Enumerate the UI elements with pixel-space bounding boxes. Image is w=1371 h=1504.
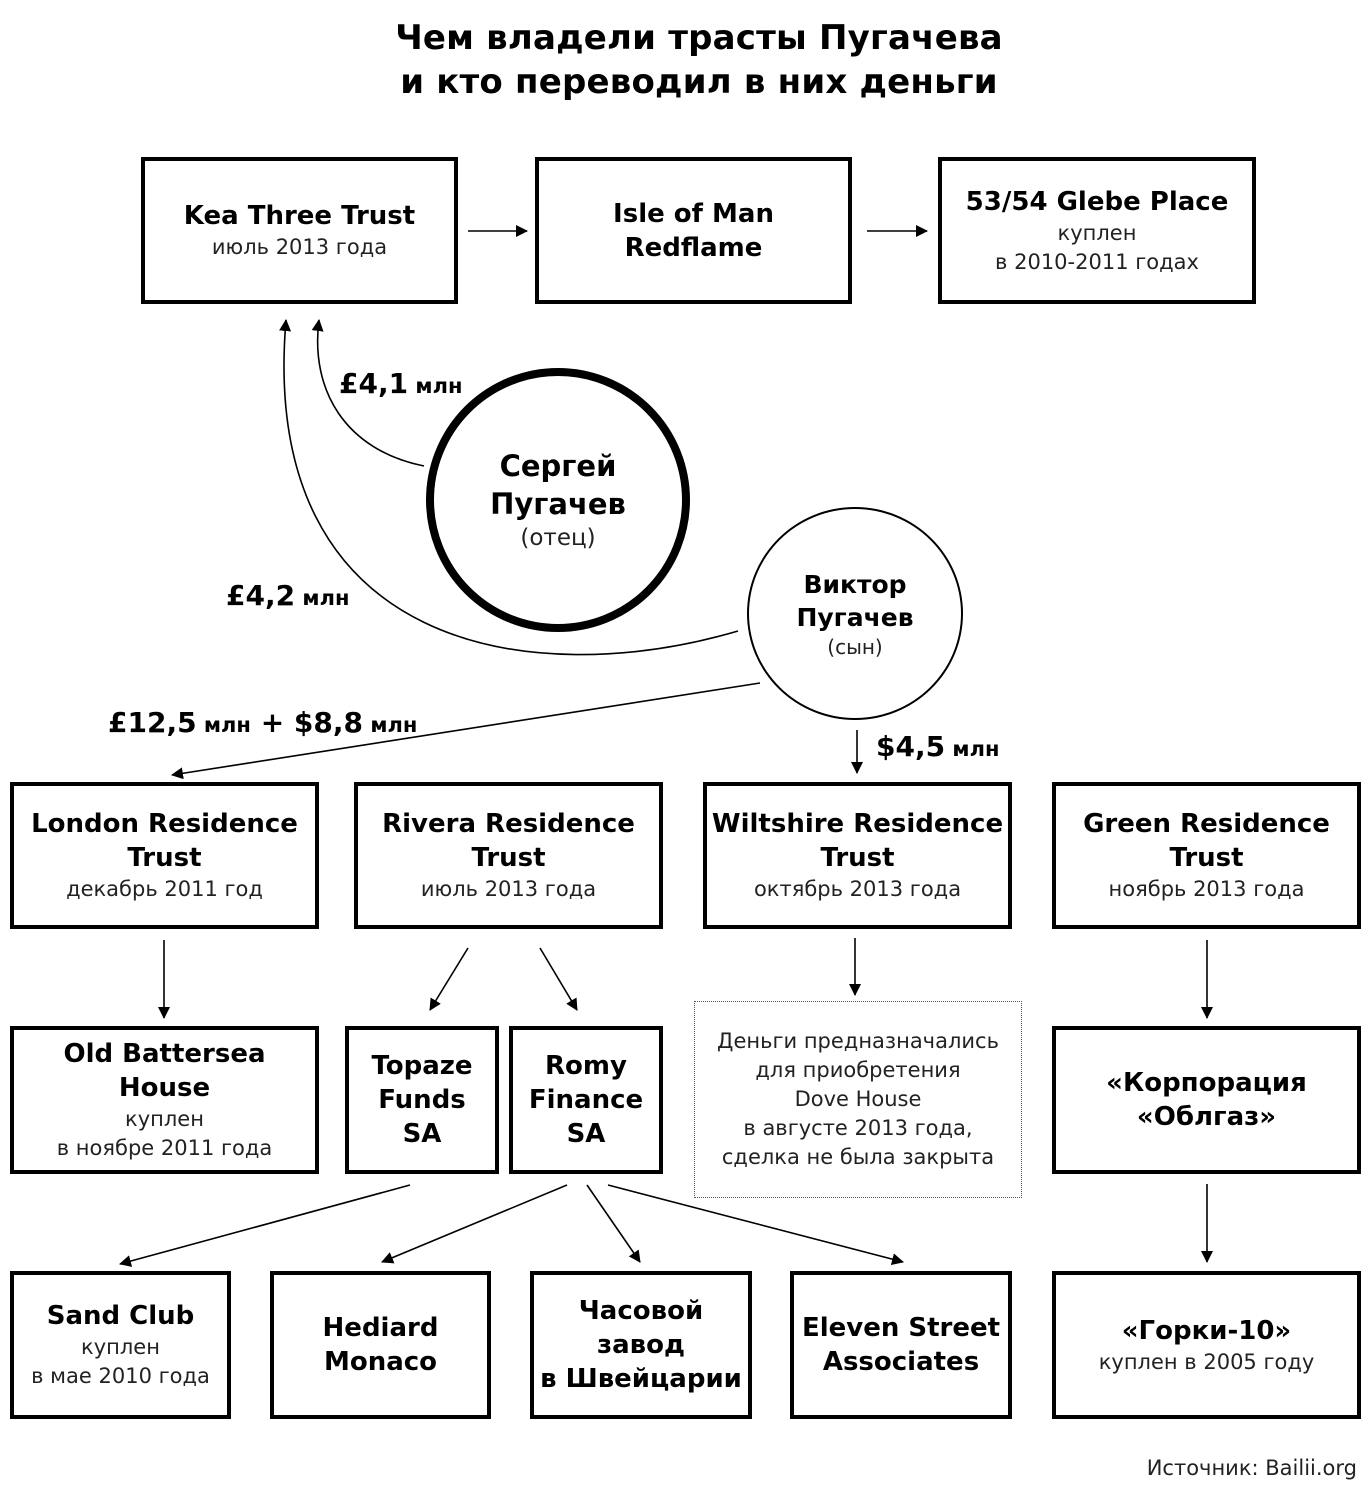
box-swiss-watch-factory: Часовой завод в Швейцарии	[530, 1271, 752, 1419]
amount-4-5-value: $4,5	[876, 730, 946, 763]
arrow-father-to-kea	[311, 319, 425, 467]
arrow-topaze-to-sandclub	[119, 1184, 411, 1267]
note-dove-house: Деньги предназначались для приобретения …	[694, 1001, 1022, 1198]
topaze-name: Topaze Funds SA	[371, 1051, 473, 1149]
sandclub-purchase: куплен в мае 2010 года	[31, 1335, 210, 1388]
amount-4-5-unit: млн	[945, 737, 1000, 761]
person-sergey-pugachev: Сергей Пугачев (отец)	[426, 368, 690, 632]
romy-name: Romy Finance SA	[528, 1051, 644, 1149]
amount-plus-sign: +	[250, 706, 294, 739]
amount-4-1-value: £4,1	[339, 367, 409, 400]
box-wiltshire-residence-trust: Wiltshire Residence Trust октябрь 2013 г…	[703, 782, 1012, 929]
kea-date: июль 2013 года	[211, 235, 388, 259]
gorki-name: «Горки-10»	[1121, 1315, 1292, 1346]
arrow-son-to-kea	[279, 319, 739, 656]
box-glebe-place: 53/54 Glebe Place куплен в 2010-2011 год…	[938, 157, 1256, 304]
green-name: Green Residence Trust	[1083, 809, 1330, 873]
kea-name: Kea Three Trust	[183, 201, 416, 231]
amount-4-1-mln: £4,1 млн	[339, 368, 462, 402]
amount-12-5-plus-8-8-mln: £12,5 млн + $8,8 млн	[108, 707, 417, 741]
glebe-purchase: куплен в 2010-2011 годах	[995, 220, 1199, 274]
box-korporatsiya-oblgaz: «Корпорация «Облгаз»	[1052, 1026, 1361, 1174]
arrow-rivera-to-romy	[539, 947, 578, 1011]
london-date: декабрь 2011 год	[66, 877, 263, 901]
isle-name: Isle of Man Redflame	[613, 198, 774, 263]
title-line-2: и кто переводил в них деньги	[400, 62, 998, 102]
watch-name: Часовой завод в Швейцарии	[540, 1296, 742, 1394]
box-gorki-10: «Горки-10» куплен в 2005 году	[1052, 1271, 1361, 1419]
amount-8-8-value: $8,8	[293, 706, 364, 739]
amount-4-2-value: £4,2	[226, 579, 296, 612]
battersea-name: Old Battersea House	[63, 1039, 266, 1103]
title-line-1: Чем владели трасты Пугачева	[395, 18, 1003, 58]
box-kea-three-trust: Kea Three Trust июль 2013 года	[141, 157, 458, 304]
amount-4-2-unit: млн	[295, 586, 350, 610]
wiltshire-name: Wiltshire Residence Trust	[711, 809, 1004, 873]
box-green-residence-trust: Green Residence Trust ноябрь 2013 года	[1052, 782, 1361, 929]
amount-8-8-unit: млн	[363, 713, 418, 737]
amount-4-5-mln: $4,5 млн	[876, 731, 999, 765]
amount-12-5-value: £12,5	[108, 706, 197, 739]
father-role: (отец)	[520, 525, 596, 551]
box-rivera-residence-trust: Rivera Residence Trust июль 2013 года	[354, 782, 663, 929]
box-hediard-monaco: Hediard Monaco	[270, 1271, 491, 1419]
arrow-romy-to-watch	[586, 1184, 641, 1263]
box-topaze-funds-sa: Topaze Funds SA	[345, 1026, 499, 1174]
green-date: ноябрь 2013 года	[1108, 877, 1305, 901]
battersea-purchase: куплен в ноябре 2011 года	[56, 1107, 273, 1160]
arrow-rivera-to-topaze	[429, 947, 469, 1011]
son-name: Виктор Пугачев	[796, 569, 914, 632]
arrow-son-to-london	[171, 682, 761, 780]
wiltshire-date: октябрь 2013 года	[753, 877, 962, 901]
arrow-romy-to-hediard	[381, 1184, 568, 1264]
amount-12-5-unit: млн	[196, 713, 251, 737]
hediard-name: Hediard Monaco	[322, 1313, 439, 1377]
arrow-romy-to-eleven	[607, 1184, 904, 1266]
box-sand-club: Sand Club куплен в мае 2010 года	[10, 1271, 231, 1419]
rivera-date: июль 2013 года	[420, 877, 597, 901]
eleven-name: Eleven Street Associates	[801, 1313, 1001, 1377]
gorki-purchase: куплен в 2005 году	[1098, 1349, 1315, 1374]
son-role: (сын)	[827, 634, 883, 659]
father-name: Сергей Пугачев	[490, 449, 626, 521]
oblgaz-name: «Корпорация «Облгаз»	[1106, 1068, 1307, 1132]
note-text: Деньги предназначались для приобретения …	[717, 1029, 999, 1169]
box-romy-finance-sa: Romy Finance SA	[509, 1026, 663, 1174]
amount-4-1-unit: млн	[408, 374, 463, 398]
amount-4-2-mln: £4,2 млн	[226, 580, 349, 614]
box-old-battersea-house: Old Battersea House куплен в ноябре 2011…	[10, 1026, 319, 1174]
box-london-residence-trust: London Residence Trust декабрь 2011 год	[10, 782, 319, 929]
box-eleven-street-associates: Eleven Street Associates	[790, 1271, 1012, 1419]
person-viktor-pugachev: Виктор Пугачев (сын)	[747, 507, 963, 720]
rivera-name: Rivera Residence Trust	[382, 809, 635, 873]
sandclub-name: Sand Club	[46, 1301, 195, 1331]
diagram-title: Чем владели трасты Пугачева и кто перево…	[0, 16, 1371, 104]
london-name: London Residence Trust	[31, 809, 298, 873]
source-credit: Источник: Bailii.org	[1146, 1456, 1357, 1480]
box-isle-of-man-redflame: Isle of Man Redflame	[535, 157, 852, 304]
glebe-name: 53/54 Glebe Place	[965, 186, 1229, 217]
